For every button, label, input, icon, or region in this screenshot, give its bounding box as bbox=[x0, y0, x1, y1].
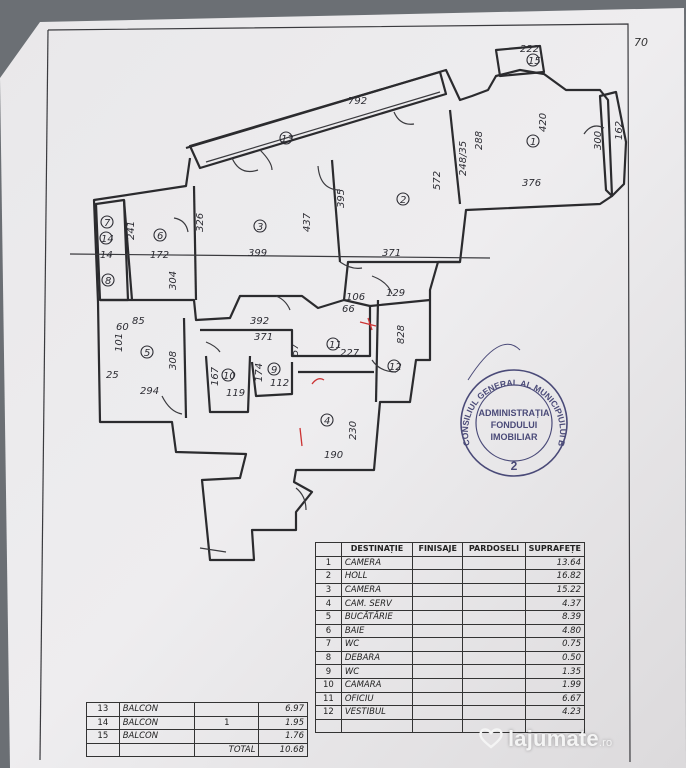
svg-text:326: 326 bbox=[195, 213, 206, 232]
svg-text:IMOBILIAR: IMOBILIAR bbox=[491, 432, 538, 442]
svg-text:304: 304 bbox=[168, 271, 179, 290]
svg-text:101: 101 bbox=[114, 333, 125, 352]
svg-text:371: 371 bbox=[382, 248, 401, 259]
svg-text:85: 85 bbox=[132, 316, 145, 327]
room-areas-table: DESTINAȚIE FINISAJE PARDOSELI SUPRAFEȚE … bbox=[315, 542, 586, 734]
heart-handshake-icon bbox=[479, 728, 503, 749]
svg-text:12: 12 bbox=[389, 362, 402, 373]
svg-text:230: 230 bbox=[348, 421, 359, 440]
svg-text:308: 308 bbox=[168, 351, 179, 370]
svg-text:119: 119 bbox=[226, 388, 245, 399]
svg-text:4: 4 bbox=[324, 416, 330, 427]
svg-text:66: 66 bbox=[342, 304, 355, 315]
svg-text:222: 222 bbox=[520, 44, 539, 55]
room-markers bbox=[99, 53, 540, 427]
svg-text:162: 162 bbox=[614, 121, 625, 140]
svg-text:572: 572 bbox=[432, 171, 443, 190]
svg-text:60: 60 bbox=[116, 322, 129, 333]
svg-text:1: 1 bbox=[530, 137, 536, 148]
svg-text:11: 11 bbox=[329, 340, 342, 351]
svg-text:7: 7 bbox=[104, 218, 111, 229]
svg-text:828: 828 bbox=[396, 325, 407, 344]
svg-text:227: 227 bbox=[340, 348, 360, 359]
svg-text:57: 57 bbox=[290, 343, 301, 356]
svg-text:14: 14 bbox=[100, 250, 113, 261]
table-header-row: DESTINAȚIE FINISAJE PARDOSELI SUPRAFEȚE bbox=[315, 542, 586, 557]
svg-text:14: 14 bbox=[101, 234, 114, 245]
svg-text:399: 399 bbox=[248, 248, 267, 259]
svg-text:2: 2 bbox=[400, 195, 406, 206]
section-line bbox=[69, 253, 491, 259]
page-frame bbox=[47, 23, 631, 763]
svg-text:13: 13 bbox=[281, 134, 294, 145]
svg-text:112: 112 bbox=[270, 378, 289, 389]
svg-text:300: 300 bbox=[593, 131, 604, 150]
svg-text:420: 420 bbox=[538, 113, 549, 132]
svg-text:129: 129 bbox=[386, 288, 405, 299]
page-number: 70 bbox=[634, 36, 648, 49]
watermark-suffix: .ro bbox=[598, 737, 613, 749]
dimension-labels: 792 420 376 572 248/35 288 300 162 222 4… bbox=[100, 44, 625, 461]
svg-text:3: 3 bbox=[257, 222, 263, 233]
svg-text:FONDULUI: FONDULUI bbox=[491, 420, 538, 430]
svg-text:8: 8 bbox=[105, 276, 111, 287]
svg-text:248/35: 248/35 bbox=[458, 141, 469, 176]
svg-text:294: 294 bbox=[140, 386, 159, 397]
svg-text:2: 2 bbox=[511, 459, 518, 473]
svg-text:10: 10 bbox=[223, 371, 236, 382]
svg-text:5: 5 bbox=[144, 348, 150, 359]
svg-text:288: 288 bbox=[474, 131, 485, 150]
balconies bbox=[94, 44, 628, 302]
svg-text:174: 174 bbox=[254, 363, 265, 382]
svg-text:15: 15 bbox=[528, 56, 541, 67]
svg-text:392: 392 bbox=[250, 316, 269, 327]
door-swings bbox=[161, 111, 605, 511]
red-annotations bbox=[299, 317, 377, 447]
svg-text:167: 167 bbox=[210, 366, 221, 386]
svg-text:437: 437 bbox=[302, 212, 313, 232]
svg-text:792: 792 bbox=[348, 96, 367, 107]
break-mark bbox=[199, 547, 227, 553]
svg-text:9: 9 bbox=[271, 365, 277, 376]
outer-walls bbox=[92, 68, 614, 562]
svg-text:190: 190 bbox=[324, 450, 343, 461]
site-watermark: lajumate.ro bbox=[478, 726, 678, 762]
svg-text:376: 376 bbox=[522, 178, 541, 189]
svg-text:241: 241 bbox=[126, 221, 137, 240]
svg-text:ADMINISTRAȚIA: ADMINISTRAȚIA bbox=[479, 408, 550, 418]
svg-text:172: 172 bbox=[150, 250, 169, 261]
svg-text:106: 106 bbox=[346, 292, 365, 303]
svg-text:395: 395 bbox=[336, 189, 347, 208]
svg-text:6: 6 bbox=[157, 231, 163, 242]
page-frame-left bbox=[39, 29, 49, 761]
watermark-brand: lajumate bbox=[508, 726, 599, 751]
table-row bbox=[315, 718, 586, 734]
room-numbers: 1 2 3 4 5 6 7 8 9 10 11 12 13 14 15 bbox=[101, 56, 541, 427]
svg-text:371: 371 bbox=[254, 332, 273, 343]
svg-text:25: 25 bbox=[106, 370, 119, 381]
